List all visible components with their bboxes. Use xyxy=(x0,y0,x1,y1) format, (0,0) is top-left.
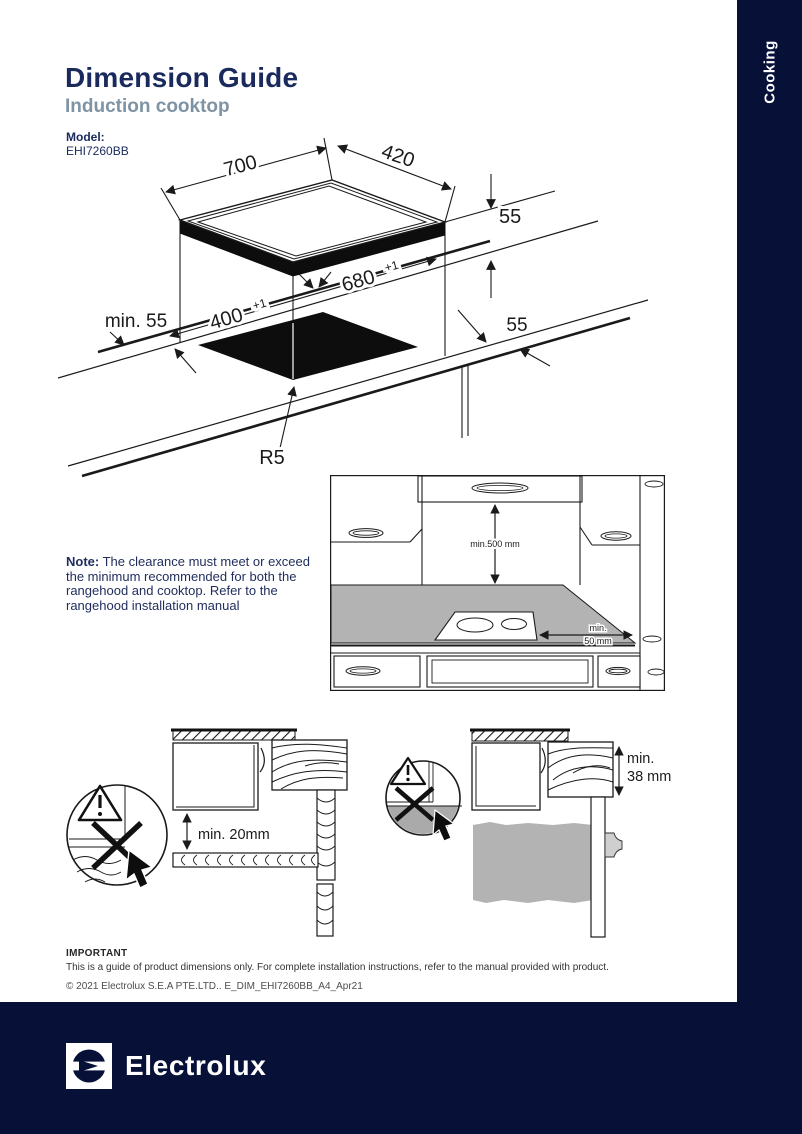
cooktop-dimension-diagram: 700 420 55 400 +1 680 +1 min. 55 55 R5 xyxy=(58,137,649,478)
dim-r5-label: R5 xyxy=(259,447,285,469)
brand-wordmark: Electrolux xyxy=(125,1050,267,1081)
important-label: IMPORTANT xyxy=(66,948,128,959)
no-contact-warning-icon xyxy=(66,784,168,889)
worktop-cross-section xyxy=(470,728,623,938)
worktop-cross-section xyxy=(171,728,348,937)
note-block: Note: The clearance must meet or exceed … xyxy=(66,554,328,613)
shelf-clearance-diagram: min. 20mm xyxy=(66,728,348,937)
dim-420 xyxy=(337,144,456,223)
cooktop-isometric xyxy=(177,179,448,277)
dim-38-label-line2: 38 mm xyxy=(627,769,671,785)
cabinet-lines xyxy=(331,475,665,690)
cursor-arrow-icon xyxy=(432,808,456,842)
dim-55-height xyxy=(444,174,556,298)
dim-38-label-line1: min. xyxy=(627,751,654,767)
dim-55-right-leaders xyxy=(457,309,551,367)
counter-front-edge xyxy=(67,299,649,478)
dim-50-label-line2: 50 mm xyxy=(584,636,612,646)
dim-680-tolerance: +1 xyxy=(383,258,400,275)
wood-grain xyxy=(547,747,614,791)
oven-clearance-diagram: min. 38 mm xyxy=(385,728,671,938)
dim-700 xyxy=(160,137,333,221)
wood-grain xyxy=(271,743,348,790)
dim-min55-label: min. 55 xyxy=(105,311,167,332)
dim-680-label: 680 xyxy=(339,266,377,296)
note-body: The clearance must meet or exceed the mi… xyxy=(66,554,310,613)
no-contact-warning-icon xyxy=(385,756,462,842)
dim-500-label: min.500 mm xyxy=(470,539,520,549)
cross-icon xyxy=(394,786,435,822)
category-label: Cooking xyxy=(761,40,778,104)
oven-knob xyxy=(604,832,623,858)
dim-700-label: 700 xyxy=(221,151,259,181)
dim-50-label-line1: min. xyxy=(589,623,606,633)
dim-55-height-label: 55 xyxy=(499,206,521,228)
copyright-line: © 2021 Electrolux S.E.A PTE.LTD.. E_DIM_… xyxy=(66,981,363,992)
oven-body xyxy=(473,822,593,903)
model-block: Model: EHI7260BB xyxy=(66,130,129,158)
page-subtitle: Induction cooktop xyxy=(65,96,230,117)
dim-55-right-label: 55 xyxy=(506,315,527,336)
important-body: This is a guide of product dimensions on… xyxy=(66,962,609,973)
dim-cutout xyxy=(169,256,437,339)
category-side-tab: Cooking xyxy=(737,0,802,1134)
electrolux-symbol-icon xyxy=(66,1043,112,1089)
dim-400-label: 400 xyxy=(207,304,245,334)
dim-r5-leader xyxy=(279,386,297,449)
page-title: Dimension Guide xyxy=(65,62,299,93)
dim-20-label: min. 20mm xyxy=(198,827,270,843)
cursor-arrow-icon xyxy=(125,848,154,889)
footer-brand-band: Electrolux xyxy=(0,1002,802,1134)
rangehood-clearance-diagram: min.500 mm min. 50 mm xyxy=(330,475,665,691)
dim-400-tolerance: +1 xyxy=(251,296,268,313)
model-label: Model: xyxy=(66,130,105,144)
note-label: Note: xyxy=(66,554,100,569)
brand-logo: Electrolux xyxy=(66,1043,266,1089)
cooktop-top-view xyxy=(433,611,538,641)
dim-420-label: 420 xyxy=(379,140,418,172)
dim-min55-leaders xyxy=(109,331,197,374)
model-value: EHI7260BB xyxy=(66,144,129,158)
